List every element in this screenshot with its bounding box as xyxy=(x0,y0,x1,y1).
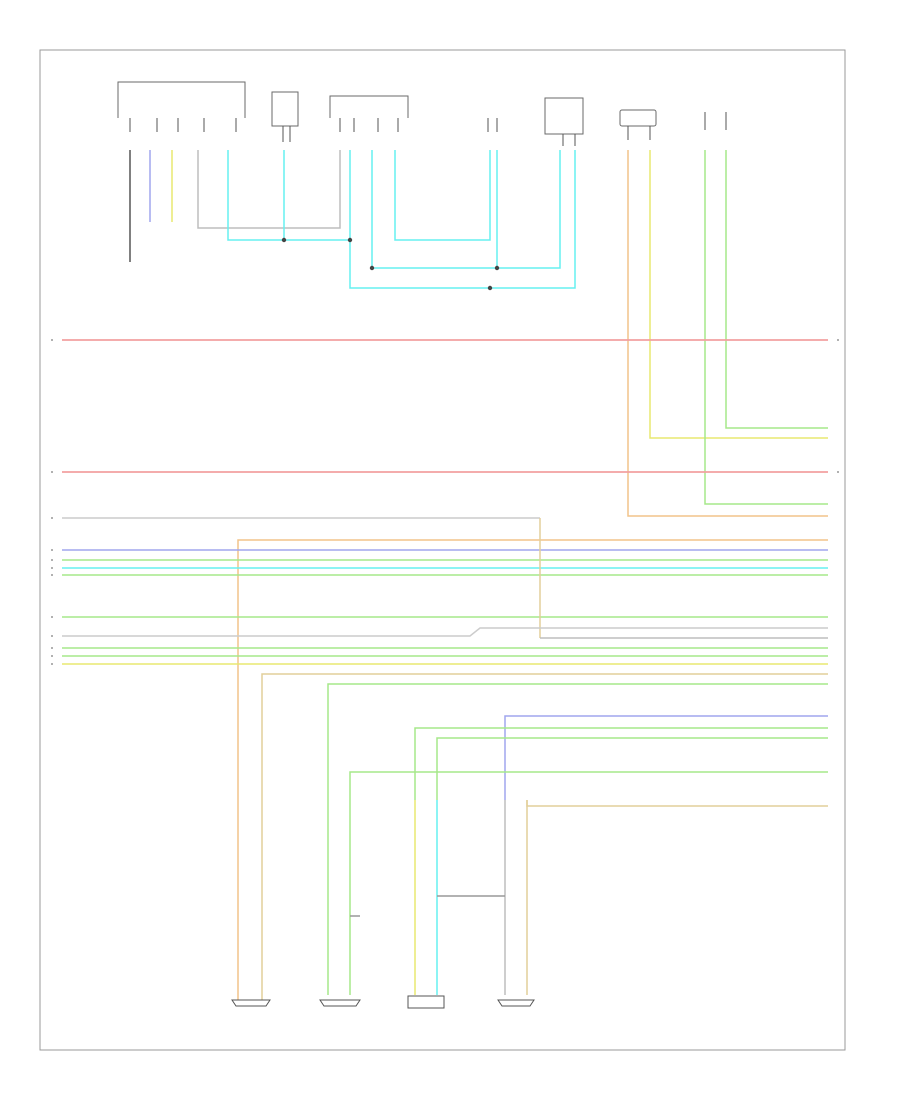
splice-dot-icons xyxy=(281,237,500,291)
splice-dot-icon xyxy=(487,285,493,291)
module-box-1 xyxy=(271,91,299,127)
bottom-connectors xyxy=(231,995,535,1009)
connector-pin-icon xyxy=(407,995,445,1009)
diagram-frame xyxy=(39,49,846,1051)
connector-pins-top xyxy=(129,112,727,146)
module-box-2 xyxy=(544,97,584,135)
connector-bracket-mid xyxy=(329,95,409,118)
splice-dot-icon xyxy=(494,265,500,271)
connector-bracket-left xyxy=(117,81,246,118)
right-verticals xyxy=(627,150,828,517)
module-box-3 xyxy=(619,109,657,127)
splice-dot-icon xyxy=(347,237,353,243)
connector-pin-icon xyxy=(497,999,535,1007)
splice-dot-icon xyxy=(369,265,375,271)
top-wiring xyxy=(129,150,576,289)
bottom-verticals xyxy=(327,800,528,995)
rail-end-markers xyxy=(51,339,839,665)
connector-pin-icon xyxy=(231,999,271,1007)
connector-pin-icon xyxy=(319,999,361,1007)
splice-dot-icon xyxy=(281,237,287,243)
bus-lines xyxy=(62,517,828,1000)
power-rails xyxy=(62,339,828,473)
top-components xyxy=(117,81,657,135)
